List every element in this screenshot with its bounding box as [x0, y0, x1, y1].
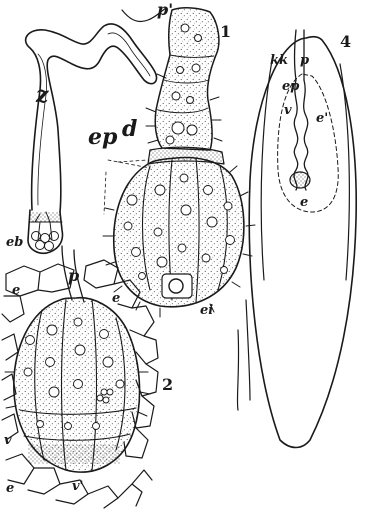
figure-1-number: 1 [220, 24, 231, 40]
ovule-funicle [237, 300, 250, 410]
figure-2-number: 2 [162, 377, 173, 393]
fig2-basal-shading [28, 444, 120, 464]
label-ei: ei [200, 304, 213, 317]
label-v-fig4: v [284, 104, 292, 117]
label-z: z [36, 84, 49, 106]
label-ep: ep [88, 126, 117, 148]
label-p-prime: p' [157, 2, 173, 18]
embryo-bud-cells [32, 232, 59, 251]
label-e-right: e [112, 292, 120, 305]
label-e-prime: e' [316, 112, 328, 125]
label-d: d [122, 118, 137, 140]
label-v-prime: v' [72, 480, 84, 493]
label-e-fig4: e [300, 196, 308, 209]
label-eb: eb [6, 236, 23, 249]
figure-4-number: 4 [340, 34, 351, 50]
label-e-bottom: e [6, 482, 14, 495]
figure-1 [103, 8, 255, 317]
label-p-fig2: p [68, 268, 79, 284]
tube-tip-shading [30, 212, 60, 222]
label-v-fig2: v [4, 434, 12, 447]
embryo-sac [278, 74, 339, 212]
label-kk: kk [270, 54, 288, 67]
label-p-fig4: p [300, 54, 309, 67]
figure-2 [2, 246, 158, 508]
ovule-outer-integument [249, 37, 356, 448]
label-ep-fig4: ep [282, 80, 299, 93]
fig4-embryo [290, 172, 310, 188]
basal-cell [162, 274, 192, 298]
label-e-left: e [12, 284, 20, 297]
